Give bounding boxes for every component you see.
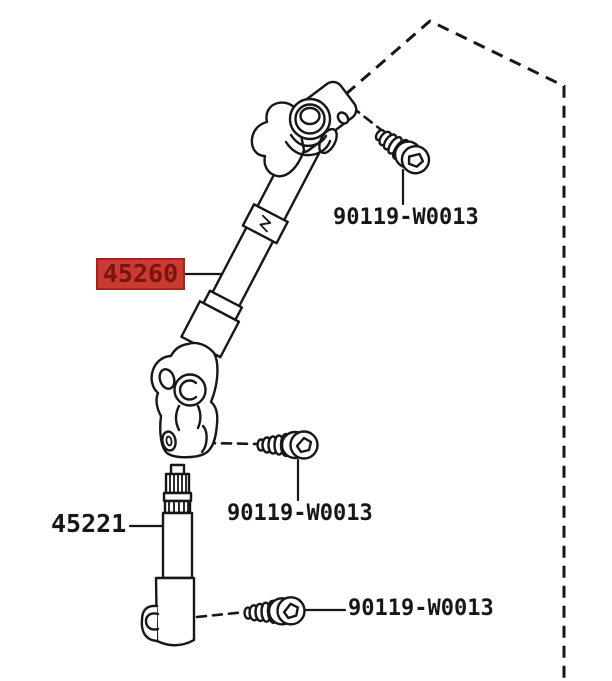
lower-steering-shaft-45221[interactable] — [140, 463, 196, 647]
dashed-leader-lower-bolt — [195, 610, 248, 619]
part-number-90119-lower[interactable]: 90119-W0013 — [348, 596, 494, 621]
part-number-90119-middle[interactable]: 90119-W0013 — [227, 501, 373, 526]
leader-lines — [128, 168, 405, 612]
part-number-45260-highlighted[interactable]: 45260 — [96, 258, 185, 290]
intermediate-shaft-45260-tube[interactable] — [180, 127, 330, 359]
part-number-90119-upper[interactable]: 90119-W0013 — [333, 205, 479, 230]
part-number-45221[interactable]: 45221 — [51, 509, 127, 538]
dashed-leader-middle-bolt — [204, 441, 261, 446]
bolt-lower[interactable] — [242, 595, 307, 628]
upper-universal-joint[interactable] — [250, 78, 360, 178]
lower-universal-joint[interactable] — [150, 341, 219, 459]
bolt-middle[interactable] — [256, 430, 319, 460]
dashed-boundary-line — [345, 19, 566, 681]
